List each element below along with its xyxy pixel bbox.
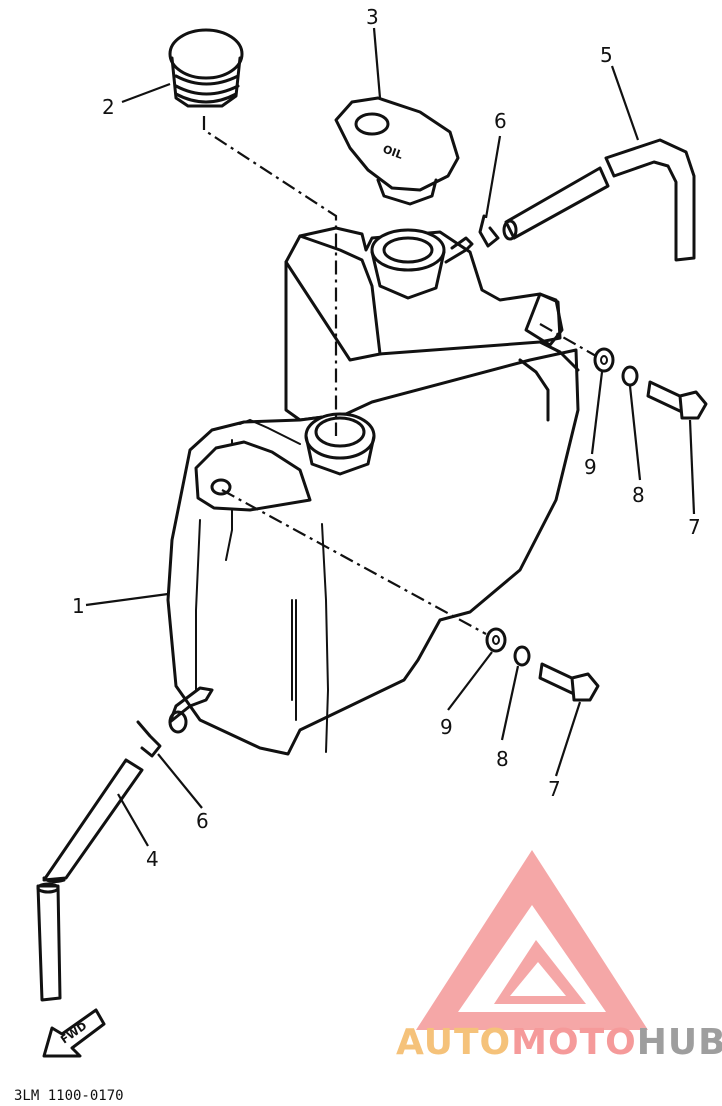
oil-tank xyxy=(166,226,580,756)
oil-cap: OIL xyxy=(334,96,460,206)
watermark-text-moto: MOTO xyxy=(511,1022,637,1063)
watermark-logo xyxy=(416,850,648,1030)
assembly-line-bolt-upper xyxy=(539,323,597,357)
fwd-arrow-icon: FWD xyxy=(42,1008,106,1058)
watermark-text-auto: AUTO xyxy=(396,1022,512,1063)
callout-8-lower: 8 xyxy=(496,747,509,771)
callout-8-upper: 8 xyxy=(632,483,645,507)
bolt-upper xyxy=(646,380,708,420)
callout-3: 3 xyxy=(366,5,379,29)
leader-9a xyxy=(590,371,604,455)
breather-hose xyxy=(502,138,696,262)
drawing-code: 3LM 1100-0170 xyxy=(14,1088,124,1104)
leader-8b xyxy=(500,665,520,741)
washer-upper xyxy=(593,347,615,373)
leader-7b xyxy=(554,701,582,777)
leader-6a xyxy=(484,135,502,219)
watermark-text: AUTOMOTOHUB xyxy=(396,1022,722,1063)
callout-2: 2 xyxy=(102,95,115,119)
callout-4: 4 xyxy=(146,847,159,871)
leader-5 xyxy=(610,65,640,141)
leader-8a xyxy=(628,385,642,481)
callout-7-lower: 7 xyxy=(548,777,561,801)
callout-5: 5 xyxy=(600,43,613,67)
leader-6b xyxy=(157,753,203,809)
leader-2 xyxy=(121,82,171,104)
leader-4 xyxy=(117,793,149,847)
callout-9-lower: 9 xyxy=(440,715,453,739)
lower-hose xyxy=(36,758,144,1002)
hose-clip-lower xyxy=(136,720,162,758)
hose-clip-upper xyxy=(478,214,500,248)
plug xyxy=(168,28,244,108)
callout-9-upper: 9 xyxy=(584,455,597,479)
lock-washer-upper xyxy=(621,365,639,387)
callout-1: 1 xyxy=(72,594,85,618)
leader-3 xyxy=(372,27,382,99)
lock-washer-lower xyxy=(513,645,531,667)
assembly-line-bolt-lower xyxy=(221,489,487,635)
watermark-text-hub: HUB xyxy=(636,1022,722,1063)
leader-9b xyxy=(447,651,493,711)
bolt-lower xyxy=(538,662,600,702)
leader-7a xyxy=(688,419,696,515)
assembly-line-plug xyxy=(202,116,338,436)
washer-lower xyxy=(485,627,507,653)
leader-1 xyxy=(85,592,169,607)
callout-6-upper: 6 xyxy=(494,109,507,133)
callout-6-lower: 6 xyxy=(196,809,209,833)
callout-7-upper: 7 xyxy=(688,515,701,539)
